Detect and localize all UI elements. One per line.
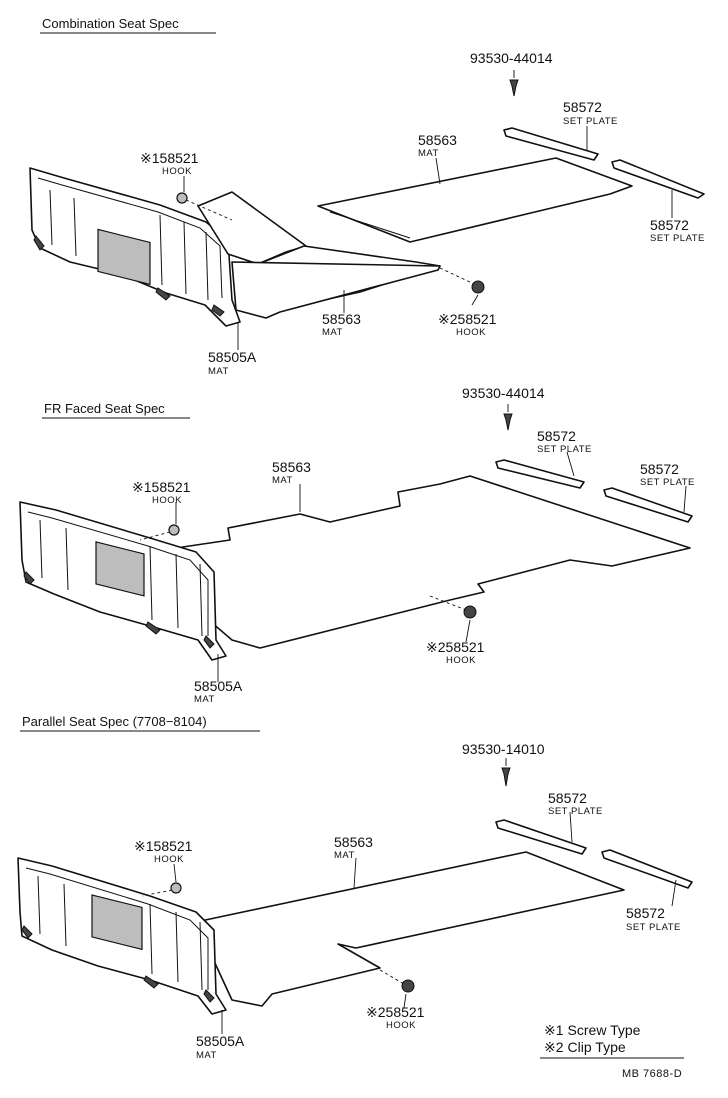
hook-1-icon <box>139 524 180 541</box>
set-plate-1-shape <box>495 459 585 489</box>
mat-shape <box>195 851 625 1007</box>
screw-icon <box>501 767 511 787</box>
hook-1-label: ※158521 <box>132 479 191 495</box>
set-plate-1-desc: SET PLATE <box>563 116 618 127</box>
mat-upper-desc: MAT <box>418 148 439 159</box>
hook-2-icon <box>379 969 415 993</box>
set-plate-1-shape <box>495 819 587 855</box>
rear-panel <box>19 501 227 661</box>
set-plate-2-desc: SET PLATE <box>650 233 705 244</box>
rear-mat-desc: MAT <box>194 694 215 705</box>
set-plate-1-number: 58572 <box>537 428 576 444</box>
rear-mat-number: 58505A <box>196 1033 245 1049</box>
rear-mat-number: 58505A <box>194 678 243 694</box>
set-plate-2-shape <box>601 849 693 889</box>
rear-mat-desc: MAT <box>196 1050 217 1061</box>
hook-1-icon <box>176 192 233 221</box>
screw-label: 93530-14010 <box>462 741 545 757</box>
mat-desc: MAT <box>272 475 293 486</box>
hook-1-desc: HOOK <box>154 854 184 865</box>
hook-2-desc: HOOK <box>446 655 476 666</box>
set-plate-2-number: 58572 <box>640 461 679 477</box>
section-title: FR Faced Seat Spec <box>44 401 165 416</box>
mat-upper-shape <box>317 157 633 243</box>
section-combination-seat-spec: Combination Seat Spec <box>29 16 705 377</box>
mat-lower-shape <box>197 191 307 265</box>
set-plate-1-number: 58572 <box>548 790 587 806</box>
hook-2-label: ※258521 <box>426 639 485 655</box>
screw-label: 93530-44014 <box>470 50 553 66</box>
mat-desc: MAT <box>334 850 355 861</box>
set-plate-2-desc: SET PLATE <box>626 922 681 933</box>
screw-label: 93530-44014 <box>462 385 545 401</box>
set-plate-2-number: 58572 <box>650 217 689 233</box>
set-plate-2-desc: SET PLATE <box>640 477 695 488</box>
mat-lower-desc: MAT <box>322 327 343 338</box>
hook-1-desc: HOOK <box>152 495 182 506</box>
screw-icon <box>503 413 513 431</box>
mat-lower-number: 58563 <box>322 311 361 327</box>
section-title: Parallel Seat Spec (7708−8104) <box>22 714 207 729</box>
hook-2-icon <box>429 595 477 619</box>
set-plate-2-shape <box>603 487 693 523</box>
set-plate-1-desc: SET PLATE <box>537 444 592 455</box>
hook-2-desc: HOOK <box>386 1020 416 1031</box>
section-fr-faced-seat-spec: FR Faced Seat Spec 93530-44014 58572 SET… <box>19 385 695 705</box>
rear-mat-number: 58505A <box>208 349 257 365</box>
rear-panel <box>17 857 227 1015</box>
mat-shape <box>175 475 691 649</box>
mat-upper-number: 58563 <box>418 132 457 148</box>
hook-2-icon <box>439 267 485 294</box>
set-plate-1-shape <box>503 127 599 161</box>
set-plate-1-desc: SET PLATE <box>548 806 603 817</box>
screw-icon <box>509 79 519 97</box>
hook-1-desc: HOOK <box>162 166 192 177</box>
hook-2-label: ※258521 <box>366 1004 425 1020</box>
rear-panel <box>29 167 241 327</box>
section-title: Combination Seat Spec <box>42 16 179 31</box>
hook-1-label: ※158521 <box>140 150 199 166</box>
drawing-code: MB 7688-D <box>622 1068 682 1080</box>
section-parallel-seat-spec: Parallel Seat Spec (7708−8104) 93530-140… <box>17 714 693 1061</box>
hook-1-icon <box>141 882 182 897</box>
set-plate-1-number: 58572 <box>563 99 602 115</box>
hook-2-label: ※258521 <box>438 311 497 327</box>
hook-2-desc: HOOK <box>456 327 486 338</box>
mat-lower-front <box>231 261 441 319</box>
mat-number: 58563 <box>272 459 311 475</box>
rear-mat-desc: MAT <box>208 366 229 377</box>
set-plate-2-shape <box>611 159 705 199</box>
hook-1-label: ※158521 <box>134 838 193 854</box>
set-plate-2-number: 58572 <box>626 905 665 921</box>
mat-number: 58563 <box>334 834 373 850</box>
